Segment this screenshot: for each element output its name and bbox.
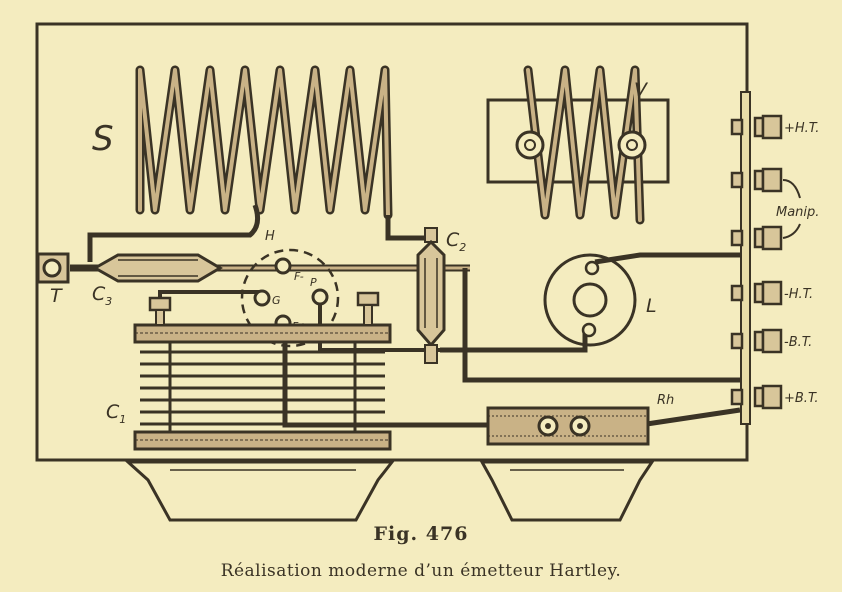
inductor-l	[543, 253, 637, 347]
wire-l-to-terminal	[594, 252, 740, 265]
c1-knob	[124, 460, 396, 522]
figure-caption: Réalisation moderne d’un émetteur Hartle…	[220, 561, 622, 581]
terminal-label-bt-plus: +B.T.	[784, 391, 818, 406]
tap-h-wire	[87, 204, 261, 262]
capacitor-c2	[416, 227, 446, 364]
pin-f-minus-label: F-	[294, 270, 304, 283]
coil-s	[135, 65, 393, 220]
coil-v-label: V	[634, 79, 649, 101]
capacitor-c1-label: C1	[106, 401, 126, 426]
tap-h-label: H	[265, 229, 275, 244]
c1-post-left	[148, 296, 172, 312]
terminal-t-label: T	[50, 285, 63, 307]
figure-number: Fig. 476	[373, 523, 469, 545]
terminal-label-manip: Manip.	[776, 205, 819, 220]
pin-g	[253, 289, 271, 307]
pin-g-label: G	[272, 294, 281, 307]
terminal-label-ht-minus: -H.T.	[784, 287, 813, 302]
terminal-posts	[730, 114, 783, 410]
wire-to-c2	[385, 215, 425, 241]
coil-v-clip-right	[617, 130, 647, 160]
wire-bt	[462, 268, 740, 383]
pin-p	[311, 288, 329, 306]
c1-post-right	[356, 291, 380, 307]
terminal-strip	[740, 91, 751, 425]
wire-c2-to-l	[440, 330, 588, 353]
capacitor-c3	[91, 253, 223, 283]
capacitor-c3-label: C3	[92, 283, 112, 308]
capacitor-c2-label: C2	[446, 229, 466, 254]
pin-f-minus	[274, 257, 292, 275]
terminal-label-bt-minus: -B.T.	[784, 335, 812, 350]
coil-v	[523, 65, 645, 225]
rheostat-rh	[486, 406, 650, 446]
rheostat-knob	[479, 460, 655, 522]
terminal-label-ht-plus: +H.T.	[784, 121, 819, 136]
pin-p-label: P	[310, 276, 317, 289]
coil-s-label: S	[92, 119, 114, 159]
rheostat-rh-label: Rh	[657, 393, 674, 408]
coil-v-clip-left	[515, 130, 545, 160]
capacitor-c1	[133, 323, 392, 451]
tube-socket	[240, 248, 340, 348]
inductor-l-label: L	[646, 295, 657, 317]
